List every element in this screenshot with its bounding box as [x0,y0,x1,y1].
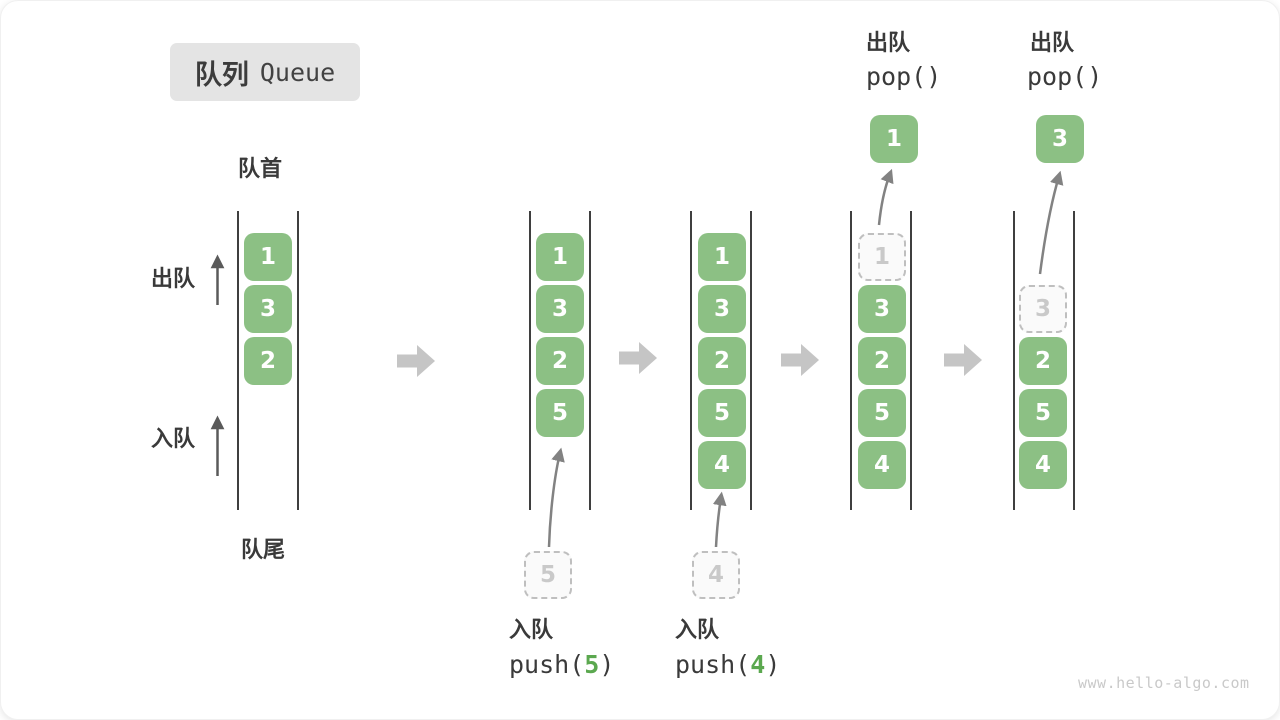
queue-cell: 2 [1019,337,1067,385]
queue-cell: 3 [698,285,746,333]
queue2-right-rail [589,211,591,510]
flow-arrow-icon [781,344,819,376]
queue2-left-rail [529,211,531,510]
queue-rear-label: 队尾 [241,538,286,563]
popped-cell: 1 [870,115,918,163]
queue1-right-rail [297,211,299,510]
dequeue-caption-code: pop() [866,62,942,91]
popped-cell: 3 [1036,115,1084,163]
queue4-left-rail [850,211,852,510]
queue-cell: 2 [698,337,746,385]
code-arg: 5 [584,650,600,679]
queue-cell: 5 [698,389,746,437]
staged-cell: 5 [524,551,572,599]
queue-cell: 4 [1019,441,1067,489]
queue-cell: 4 [698,441,746,489]
queue-cell: 1 [536,233,584,281]
enqueue-push4-arrow-icon [712,491,727,548]
watermark: www.hello-algo.com [1078,674,1250,692]
ghost-cell: 1 [858,233,906,281]
code-suffix: ) [599,650,615,679]
dequeue-pop1-arrow-icon [877,168,894,226]
queue1-left-rail [237,211,239,510]
dequeue-caption-zh: 出队 [866,31,911,56]
queue-cell: 2 [536,337,584,385]
queue-cell: 2 [858,337,906,385]
title-badge: 队列 Queue [170,43,360,101]
queue-cell: 3 [244,285,292,333]
flow-arrow-icon [397,345,435,377]
queue3-right-rail [750,211,752,510]
enqueue-push5-arrow-icon [547,447,565,548]
queue-cell: 4 [858,441,906,489]
queue-cell: 3 [858,285,906,333]
queue4-right-rail [910,211,912,510]
queue5-left-rail [1013,211,1015,510]
queue-cell: 5 [536,389,584,437]
queue5-right-rail [1073,211,1075,510]
queue-cell: 1 [698,233,746,281]
dequeue-caption-code: pop() [1027,62,1103,91]
staged-cell: 4 [692,551,740,599]
ghost-cell: 3 [1019,285,1067,333]
queue3-left-rail [690,211,692,510]
dequeue-pop3-arrow-icon [1038,170,1064,275]
queue-front-label: 队首 [238,157,283,182]
dequeue-side-label: 出队 [151,267,196,292]
queue-cell: 5 [1019,389,1067,437]
code-suffix: ) [765,650,781,679]
enqueue-side-label: 入队 [151,427,196,452]
enqueue-caption-zh: 入队 [675,618,720,643]
code-prefix: push( [509,650,585,679]
flow-arrow-icon [619,342,657,374]
code-arg: 4 [750,650,766,679]
code-prefix: push( [675,650,751,679]
title-zh: 队列 [194,59,249,91]
queue-cell: 3 [536,285,584,333]
flow-arrow-icon [944,344,982,376]
queue-cell: 2 [244,337,292,385]
enqueue-caption-code: push(5) [509,651,614,679]
queue-cell: 5 [858,389,906,437]
enqueue-caption-zh: 入队 [509,618,554,643]
dequeue-caption-zh: 出队 [1030,31,1075,56]
queue-cell: 1 [244,233,292,281]
title-en: Queue [259,57,336,87]
enqueue-caption-code: push(4) [675,651,780,679]
